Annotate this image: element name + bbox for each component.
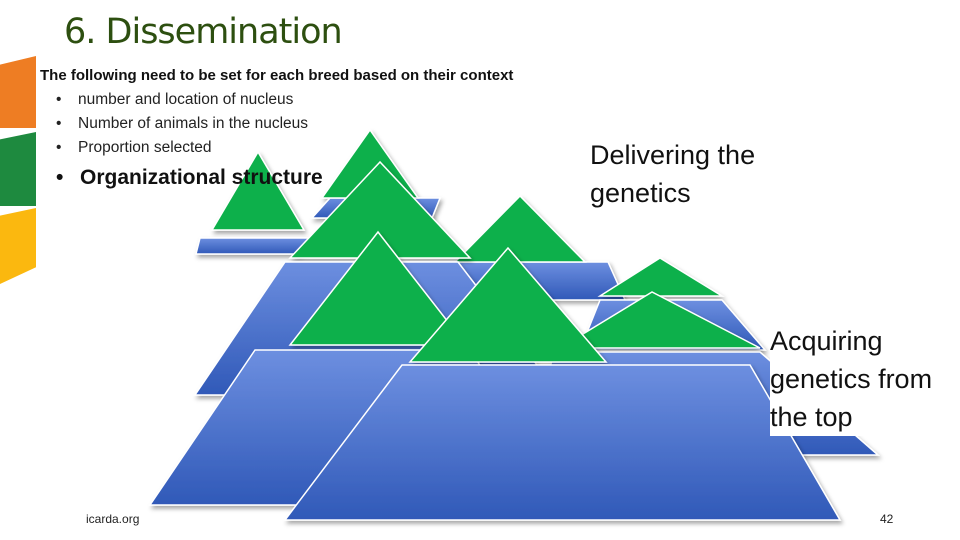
sidebar-accent-orange [0,56,36,128]
bullet-text: Number of animals in the nucleus [78,115,309,132]
bullet-item: • Number of animals in the nucleus [56,115,308,133]
main-bullet-item: • Organizational structure [56,166,323,190]
bullet-dot-icon: • [56,166,64,189]
page-number: 42 [880,512,894,526]
bullet-item: • number and location of nucleus [56,91,293,109]
footer-url[interactable]: icarda.org [86,512,140,526]
bullet-item: • Proportion selected [56,139,212,157]
bullet-dot-icon: • [56,139,62,156]
callout-acquiring: Acquiring genetics from the top [770,322,955,436]
callout-delivering: Delivering the genetics [590,140,756,208]
pyramid-front-centre [283,246,842,521]
intro-text: The following need to be set for each br… [40,67,514,84]
bullet-dot-icon: • [56,115,62,132]
bullet-dot-icon: • [56,91,62,108]
sidebar-accent-green [0,132,36,206]
page-title: 6. Dissemination [64,12,343,52]
bullet-text: number and location of nucleus [78,91,294,108]
bullet-text: Proportion selected [78,139,212,156]
main-bullet-text: Organizational structure [80,166,323,189]
